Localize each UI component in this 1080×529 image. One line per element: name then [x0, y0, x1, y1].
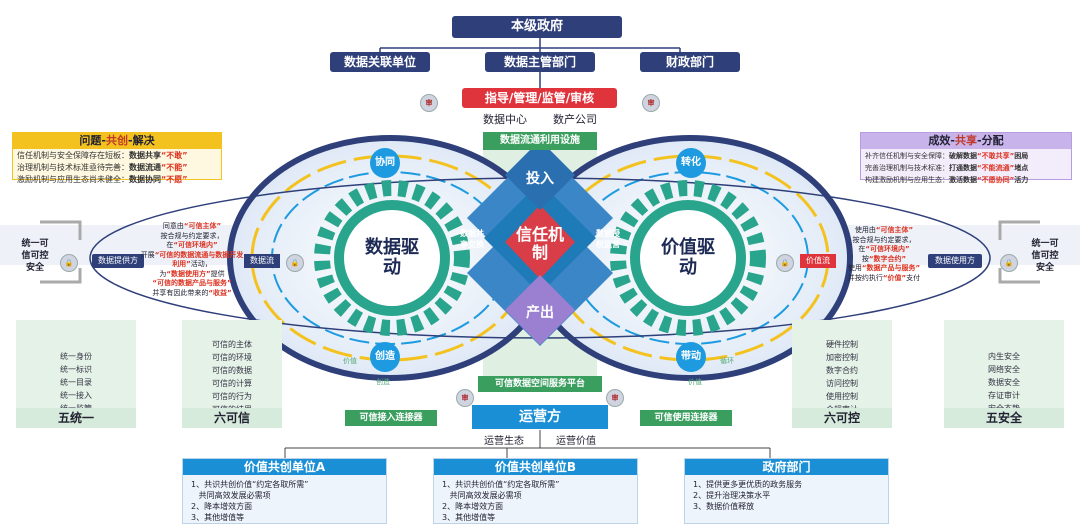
user-description: 使用由“可信主体”按合规与约定要求， 在“可信环境内” 按“数字合约” 使用“数…: [847, 226, 921, 282]
data-flow-label: 数据流: [244, 254, 280, 268]
create-circle: 创造: [370, 342, 400, 372]
col-bg-3: [792, 320, 892, 412]
value-flow-label: 价值流: [800, 254, 836, 268]
operator-box: 运营方: [472, 405, 608, 429]
title-key: 共享: [955, 134, 977, 147]
seal-icon: 审: [606, 389, 624, 407]
seal-icon: 审: [420, 94, 438, 112]
six-trust-label: 六可信: [182, 408, 282, 428]
eco-label: 运营生态: [484, 436, 524, 447]
use-connector-box: 可信使用连接器: [640, 410, 732, 426]
title-pre: 成效-: [928, 134, 955, 147]
title-pre: 问题-: [79, 134, 106, 147]
data-provider-label: 数据提供方: [92, 254, 144, 268]
five-unify-label: 五统一: [16, 408, 136, 428]
transform-circle: 转化: [676, 148, 706, 178]
result-row: 完善治理机制与技术标准：打通数据“不能流通”堵点: [865, 164, 1029, 172]
result-row: 构建激励机制与应用生态：激活数据“不愿协同”活力: [865, 176, 1029, 184]
data-user-label: 数据使用方: [928, 254, 982, 268]
problem-row: 激励机制与应用生态尚未健全：数据协同“不愿”: [17, 175, 188, 184]
opvalue-label: 运营价值: [556, 436, 596, 447]
result-panel-title: 成效-共享-分配: [861, 133, 1071, 149]
problem-rows: 信任机制与安全保障存在短板：数据共享“不敢” 治理机制与技术标准亟待完善：数据流…: [13, 149, 221, 187]
problem-row: 信任机制与安全保障存在短板：数据共享“不敢”: [17, 151, 188, 160]
center-diamond: [467, 140, 613, 346]
cooperate-circle: 协同: [370, 148, 400, 178]
seal-icon: 审: [456, 389, 474, 407]
left-gear: [314, 180, 470, 336]
result-rows: 补齐信任机制与安全保障：破解数据“不敢共享”困局 完善治理机制与技术标准：打通数…: [861, 149, 1071, 187]
circulation-small-label: 循环: [720, 357, 734, 365]
problem-panel-title: 问题-共创-解决: [13, 133, 221, 149]
five-safe-label: 五安全: [944, 408, 1064, 428]
right-arrows: [998, 220, 1040, 284]
problem-panel: 问题-共创-解决 信任机制与安全保障存在短板：数据共享“不敢” 治理机制与技术标…: [12, 132, 222, 184]
assoc-box: 数据关联单位: [330, 52, 430, 72]
lock-icon: 🔒: [60, 254, 78, 272]
six-control-list: 硬件控制加密控制数字合约访问控制使用控制合规审计: [826, 340, 858, 414]
unit-title: 政府部门: [685, 459, 888, 475]
result-row: 补齐信任机制与安全保障：破解数据“不敢共享”困局: [865, 152, 1029, 160]
gov-box: 本级政府: [452, 16, 622, 38]
col-bg-4: [944, 320, 1064, 412]
six-trust-list: 可信的主体可信的环境可信的数据可信的计算可信的行为可信的结果: [212, 340, 252, 414]
output-label: 产出: [526, 305, 554, 321]
access-connector-box: 可信接入连接器: [345, 410, 437, 426]
unit-title: 价值共创单位A: [183, 459, 386, 475]
col-bg-2: [182, 320, 282, 412]
facility-box: 数据流通利用设施: [483, 132, 597, 150]
result-panel: 成效-共享-分配 补齐信任机制与安全保障：破解数据“不敢共享”困局 完善治理机制…: [860, 132, 1072, 184]
lock-icon: 🔒: [776, 254, 794, 272]
title-post: -解决: [128, 134, 155, 147]
left-arrows: [40, 220, 82, 284]
problem-row: 治理机制与技术标准亟待完善：数据流通“不能”: [17, 163, 188, 172]
six-control-label: 六可控: [792, 408, 892, 428]
auth-operation-label: 数据授权运营: [596, 229, 620, 249]
share-exchange-label: 数据共享交换: [460, 229, 484, 249]
data-drive-label: 数据驱动: [365, 237, 419, 278]
seal-icon: 审: [642, 94, 660, 112]
col-bg-1: [16, 320, 136, 412]
unit-title: 价值共创单位B: [434, 459, 637, 475]
value-small-label-2: 价值: [688, 378, 702, 386]
data-center-label: 数据中心: [483, 113, 527, 126]
lock-icon: 🔒: [286, 254, 304, 272]
value-small-label: 价值: [343, 357, 357, 365]
left-unify-label: 统一可信可控安全: [21, 239, 49, 273]
lock-icon: 🔒: [1000, 254, 1018, 272]
right-gear: [610, 180, 766, 336]
input-label: 投入: [526, 171, 554, 187]
mgmt-box: 数据主管部门: [485, 52, 595, 72]
create-small-label: 创造: [376, 378, 390, 386]
provider-description: 同意由“可信主体”按合规与约定要求， 在“可信环境内” 开展“可信的数据流通与数…: [140, 222, 244, 297]
value-drive-label: 价值驱动: [661, 237, 715, 278]
five-safe-list: 内生安全网络安全数据安全存证审计安全态势: [988, 352, 1020, 413]
title-key: 共创: [106, 134, 128, 147]
title-post: -分配: [977, 134, 1004, 147]
finance-box: 财政部门: [640, 52, 740, 72]
right-unify-label: 统一可信可控安全: [1031, 239, 1059, 273]
trust-mechanism-label: 信任机制: [515, 225, 564, 262]
guide-box: 指导/管理/监管/审核: [462, 88, 617, 108]
platform-box: 可信数据空间服务平台: [478, 376, 602, 392]
five-unify-list: 统一身份统一标识统一目录统一接入统一监管: [60, 352, 92, 413]
company-label: 数产公司: [553, 113, 597, 126]
lead-circle: 带动: [676, 342, 706, 372]
